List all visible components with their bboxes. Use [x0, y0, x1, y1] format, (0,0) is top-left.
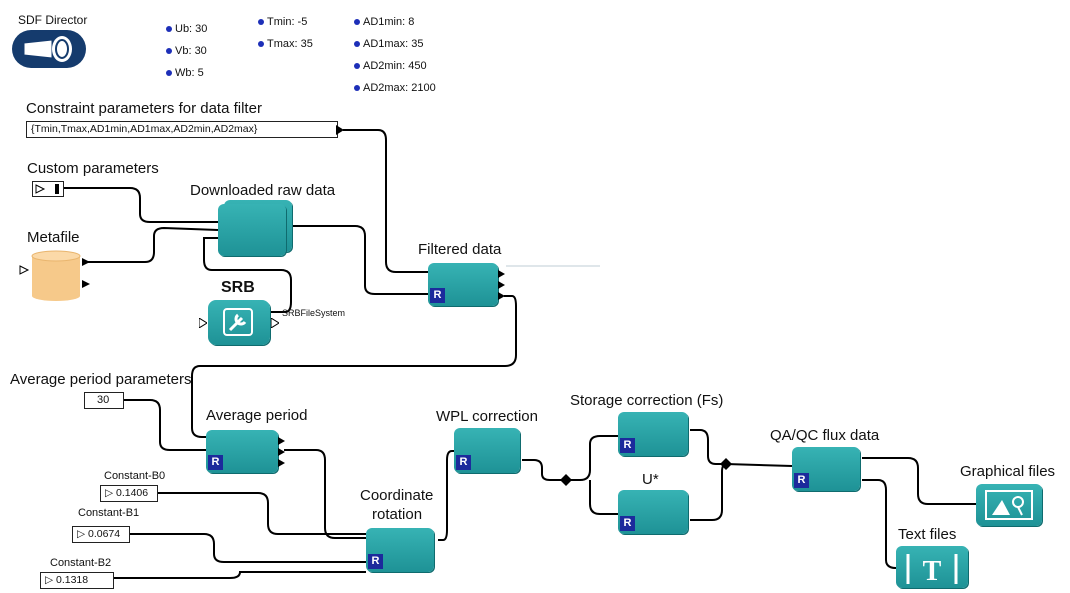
metafile-label: Metafile [27, 229, 80, 246]
r-badge: R [620, 438, 635, 453]
avg-period-actor[interactable]: R [206, 430, 278, 473]
param-ad2max[interactable]: AD2max: 2100 [354, 82, 436, 94]
filtered-output-ports-icon [498, 270, 505, 300]
custom-params-port[interactable] [32, 181, 64, 197]
constant-b0-label: Constant-B0 [104, 470, 166, 482]
qaqc-actor[interactable]: R [792, 447, 860, 491]
r-badge: R [456, 455, 471, 470]
avg-period-label: Average period [206, 407, 308, 424]
srb-label: SRB [221, 279, 255, 296]
text-file-icon: T [906, 554, 958, 587]
text-files-label: Text files [898, 526, 957, 543]
ustar-actor[interactable]: R [618, 490, 688, 534]
constant-b1-label: Constant-B1 [78, 507, 140, 519]
graphical-actor[interactable] [976, 484, 1042, 526]
wrench-icon [223, 308, 253, 336]
constant-b1-value[interactable]: ▷ 0.0674 [72, 526, 130, 543]
srb-output-port-icon [271, 318, 279, 328]
avg-output-ports-icon [278, 437, 285, 467]
avg-params-value: 30 [97, 394, 110, 406]
constraint-label: Constraint parameters for data filter [26, 100, 262, 117]
constant-b2-value[interactable]: ▷ 0.1318 [40, 572, 114, 589]
avg-params-port[interactable]: 30 [84, 392, 124, 409]
r-badge: R [794, 473, 809, 488]
filtered-actor[interactable]: R [428, 263, 498, 306]
storage-actor[interactable]: R [618, 412, 688, 456]
qaqc-label: QA/QC flux data [770, 427, 880, 444]
srb-input-port-icon [199, 318, 207, 328]
constraint-expression[interactable]: {Tmin,Tmax,AD1min,AD1max,AD2min,AD2max} [26, 121, 338, 138]
svg-text:T: T [923, 556, 942, 587]
param-tmax[interactable]: Tmax: 35 [258, 38, 313, 50]
param-tmin[interactable]: Tmin: -5 [258, 16, 307, 28]
r-badge: R [368, 554, 383, 569]
wpl-actor[interactable]: R [454, 428, 520, 473]
r-badge: R [430, 288, 445, 303]
param-ad2min[interactable]: AD2min: 450 [354, 60, 427, 72]
downloaded-label: Downloaded raw data [190, 182, 336, 199]
storage-label: Storage correction (Fs) [570, 392, 724, 409]
constant-b2-label: Constant-B2 [50, 557, 112, 569]
coord-rotation-label-line2: rotation [372, 506, 423, 523]
director-label: SDF Director [18, 13, 88, 27]
downloaded-actor-front[interactable] [218, 204, 286, 256]
constraint-port-icon [336, 125, 344, 135]
graphical-label: Graphical files [960, 463, 1056, 480]
param-ad1min[interactable]: AD1min: 8 [354, 16, 414, 28]
wpl-label: WPL correction [436, 408, 538, 425]
custom-params-label: Custom parameters [27, 160, 159, 177]
text-files-actor[interactable]: T [896, 546, 968, 588]
param-ad1max[interactable]: AD1max: 35 [354, 38, 424, 50]
srb-actor[interactable] [208, 300, 270, 345]
srb-port-label: SRBFileSystem [282, 308, 346, 318]
metafile-icon[interactable] [18, 250, 92, 302]
filtered-label: Filtered data [418, 241, 502, 258]
coord-rotation-label-line1: Coordinate [360, 487, 434, 504]
r-badge: R [208, 455, 223, 470]
constant-b0-value[interactable]: ▷ 0.1406 [100, 485, 158, 502]
param-ub[interactable]: Ub: 30 [166, 23, 207, 35]
r-badge: R [620, 516, 635, 531]
param-wb[interactable]: Wb: 5 [166, 67, 204, 79]
image-file-icon [985, 490, 1033, 520]
director-icon[interactable] [12, 30, 86, 68]
coord-rotation-actor[interactable]: R [366, 528, 434, 572]
param-vb[interactable]: Vb: 30 [166, 45, 207, 57]
ustar-label: U* [642, 471, 659, 488]
avg-params-label: Average period parameters [10, 371, 192, 388]
